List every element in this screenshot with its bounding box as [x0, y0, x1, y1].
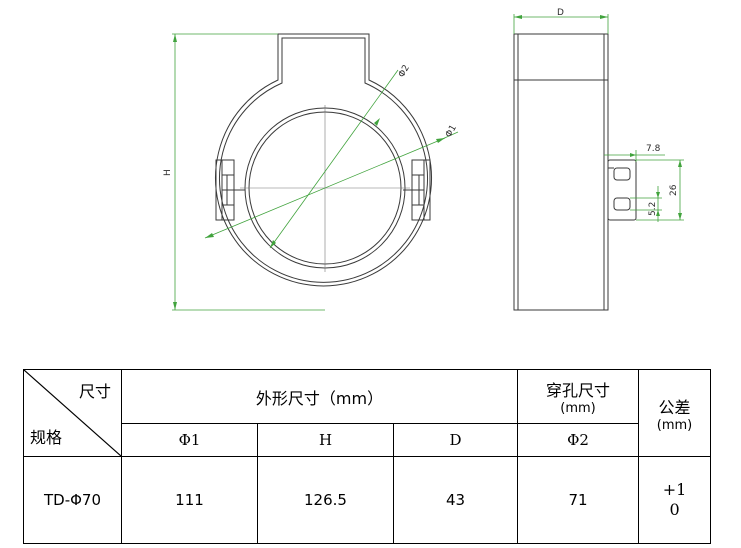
side-bracket [607, 159, 637, 221]
column-header-phi1: Φ1 [121, 423, 258, 457]
tolerance-header: 公差 (mm) [638, 369, 712, 457]
tolerance-lower: 0 [669, 500, 680, 519]
dimension-D: D [513, 8, 609, 34]
corner-label-size: 尺寸 [78, 382, 111, 401]
tolerance-header-line2: (mm) [656, 417, 693, 433]
dimension-5-2-label: 5.2 [648, 202, 658, 216]
outer-dims-header: 外形尺寸（mm） [120, 369, 519, 424]
dimension-7-8: 7.8 [604, 144, 665, 162]
dimension-7-8-label: 7.8 [646, 144, 661, 154]
dimension-5-2: 5.2 [630, 186, 662, 222]
cell-spec: TD-Φ70 [23, 456, 122, 544]
column-header-phi2: Φ2 [517, 423, 640, 457]
tolerance-header-line1: 公差 [658, 397, 691, 417]
cell-tolerance: +1 0 [638, 456, 712, 544]
dimension-H: H [163, 33, 325, 311]
side-view: D 7.8 26 [513, 8, 684, 311]
ring-inner-tab-outline [219, 37, 428, 283]
tolerance-upper: +1 [662, 480, 687, 499]
dimension-26: 26 [636, 159, 684, 221]
dimension-phi2-label: Φ2 [397, 63, 412, 79]
dimension-H-label: H [163, 169, 173, 176]
front-view: H Φ1 Φ2 [163, 33, 459, 311]
cell-D: 43 [392, 456, 519, 544]
spec-table: 尺寸 规格 外形尺寸（mm） 穿孔尺寸 (mm) 公差 (mm) Φ1 H D … [23, 369, 712, 544]
hole-size-header-line2: (mm) [560, 401, 596, 416]
corner-label-spec: 规格 [30, 428, 63, 447]
dimension-D-label: D [557, 8, 564, 18]
dimension-phi2: Φ2 [269, 63, 412, 249]
cell-H: 126.5 [257, 456, 394, 544]
cell-phi1: 111 [121, 456, 258, 544]
side-body-outline [513, 33, 609, 311]
corner-diagonal [24, 370, 121, 456]
table-row: TD-Φ70 111 126.5 43 71 +1 0 [23, 456, 712, 544]
dimension-26-label: 26 [669, 184, 679, 196]
left-mounting-bracket [215, 159, 245, 221]
column-header-H: H [257, 423, 394, 457]
hole-size-header: 穿孔尺寸 (mm) [517, 369, 640, 424]
technical-drawing: H Φ1 Φ2 D [163, 8, 684, 311]
hole-size-header-line1: 穿孔尺寸 [546, 381, 611, 400]
table-corner-cell: 尺寸 规格 [23, 369, 122, 457]
ring-outer-outline [215, 33, 432, 287]
cell-phi2: 71 [517, 456, 640, 544]
right-mounting-bracket [403, 159, 431, 221]
column-header-D: D [392, 423, 519, 457]
